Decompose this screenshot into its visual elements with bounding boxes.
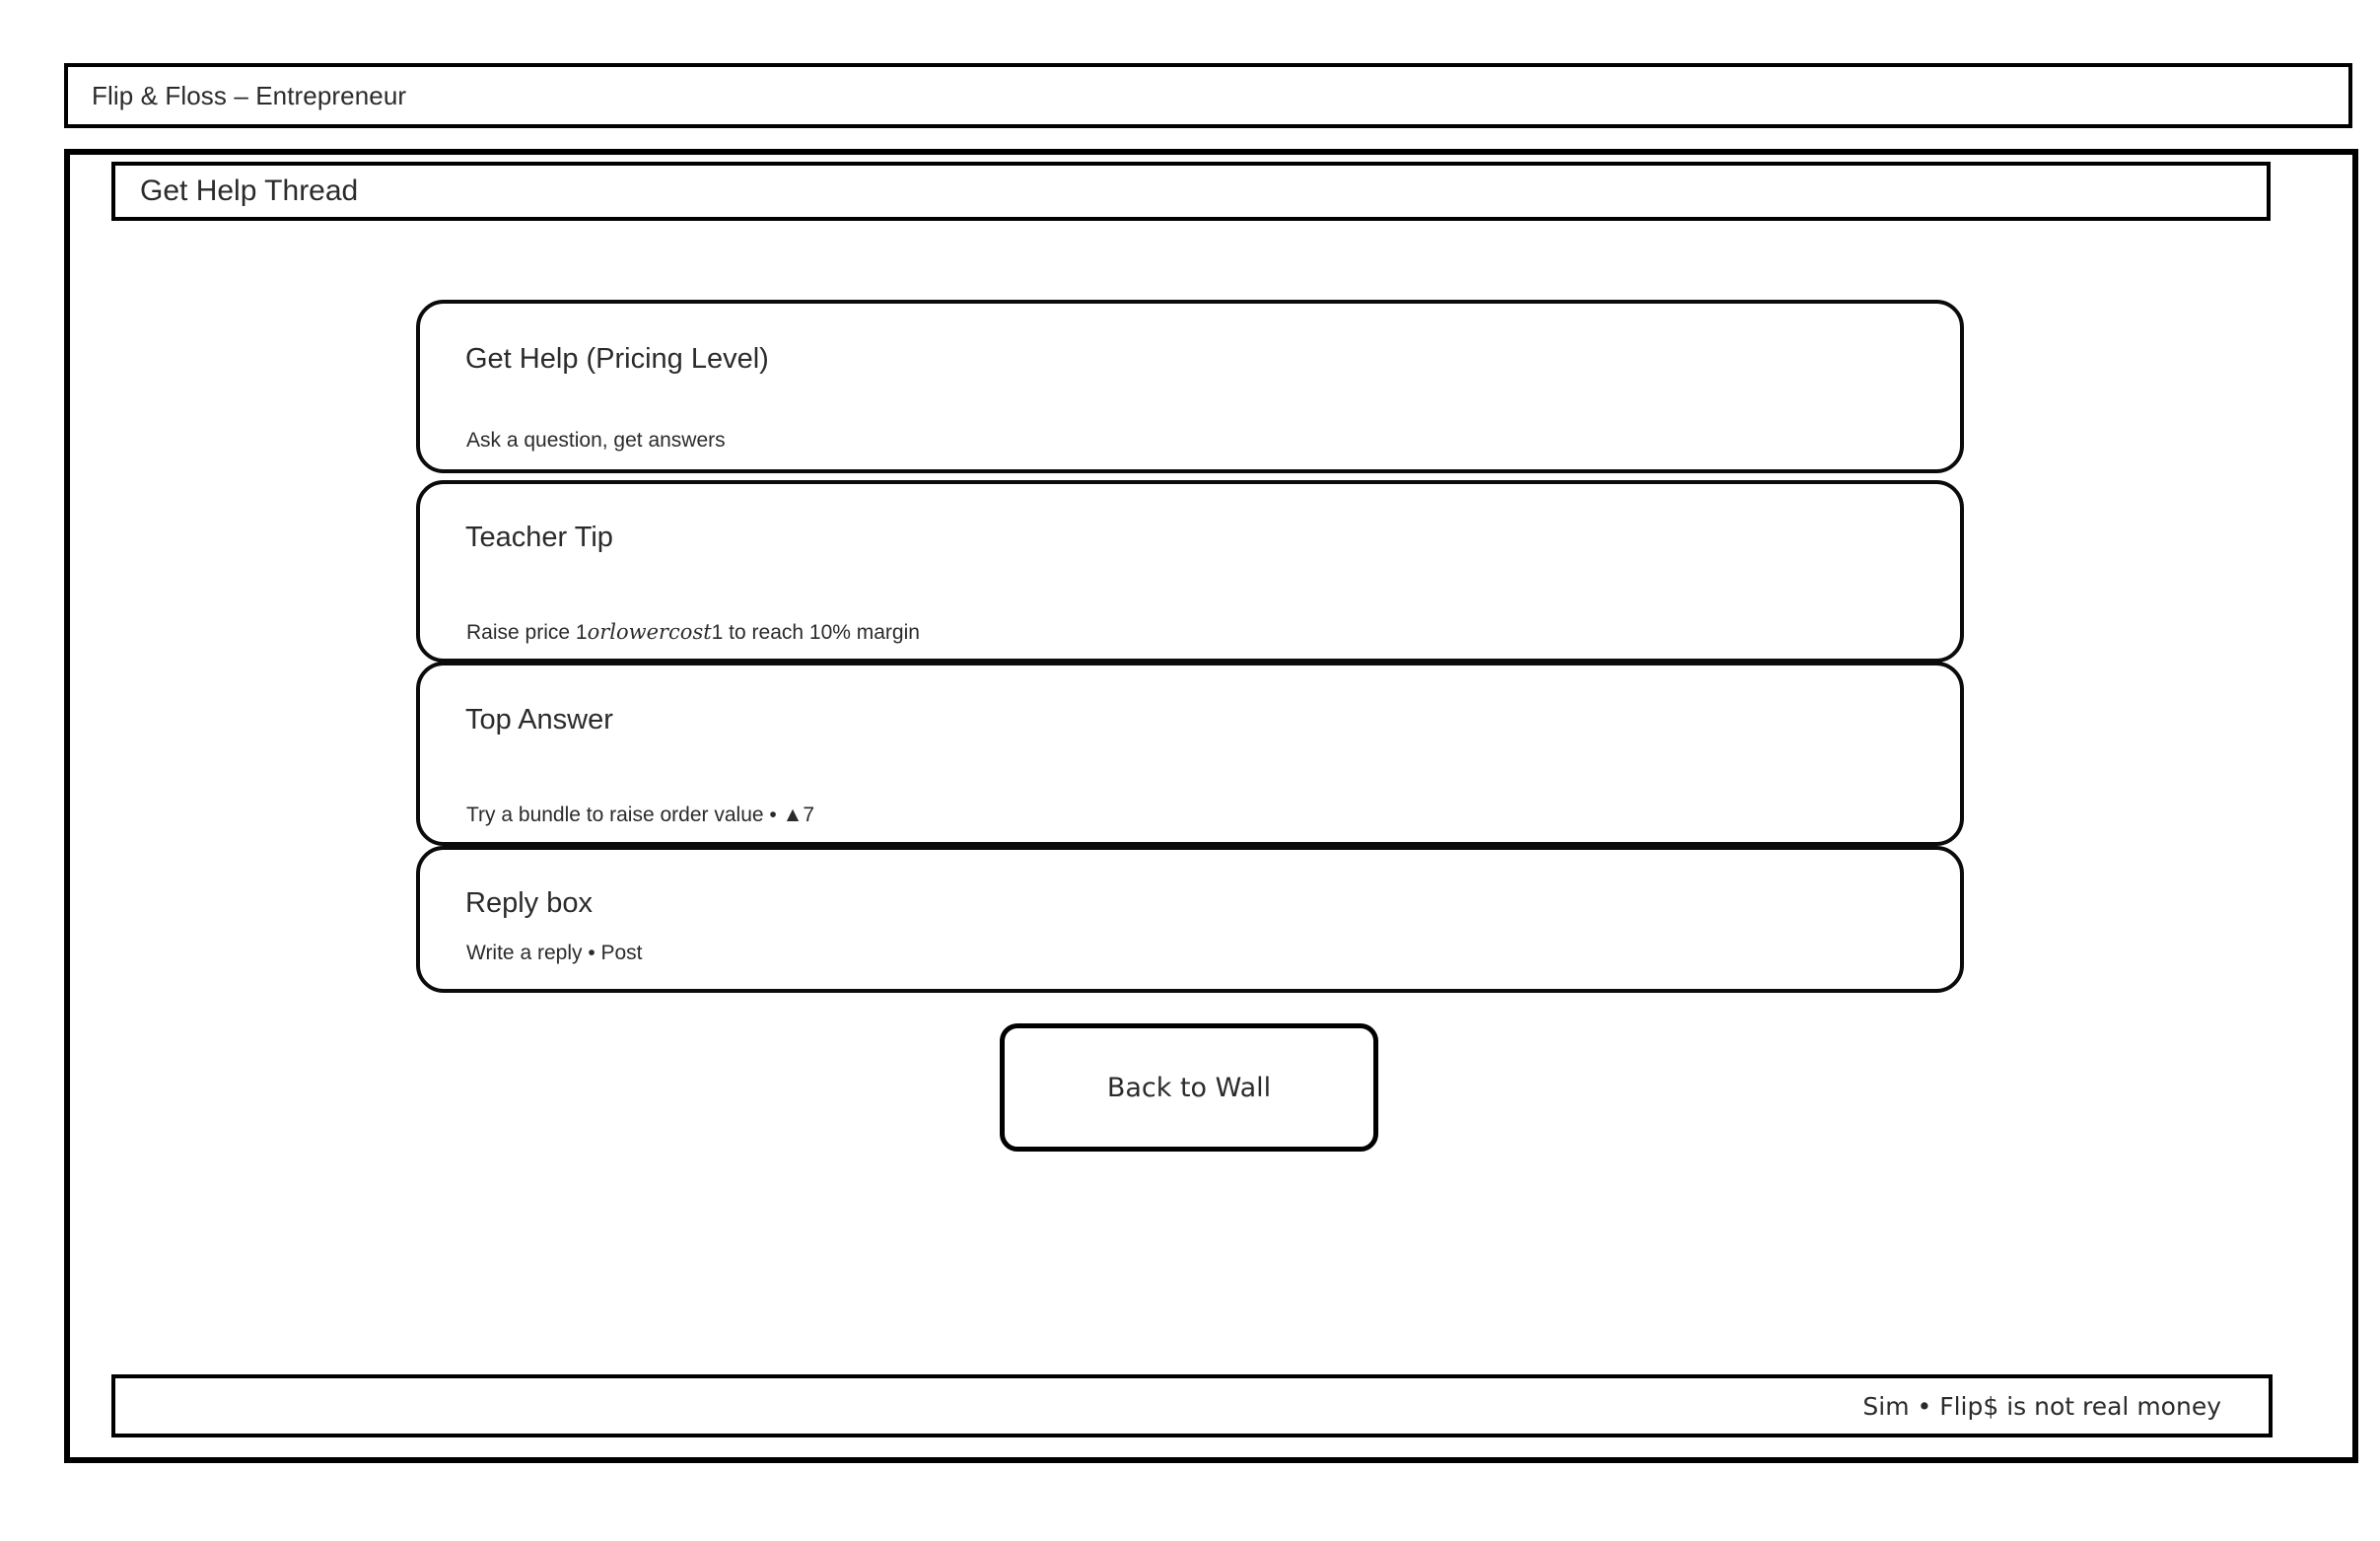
card-reply-box-title: Reply box [465, 887, 593, 919]
card-top-answer-subtitle: Try a bundle to raise order value • ▲7 [466, 804, 815, 826]
screen-footer: Sim • Flip$ is not real money [111, 1374, 2273, 1437]
screen-header: Get Help Thread [111, 162, 2271, 221]
footer-disclaimer: Sim • Flip$ is not real money [1862, 1391, 2221, 1421]
back-to-wall-button[interactable]: Back to Wall [1000, 1023, 1378, 1152]
card-teacher-tip-subtitle: Raise price 1orlowercost1 to reach 10% m… [466, 620, 920, 645]
card-teacher-tip[interactable]: Teacher Tip Raise price 1orlowercost1 to… [416, 480, 1964, 663]
card-reply-box[interactable]: Reply box Write a reply • Post [416, 846, 1964, 993]
teacher-tip-text-italic: orlowercost [587, 620, 712, 644]
card-get-help-title: Get Help (Pricing Level) [465, 343, 769, 375]
card-teacher-tip-title: Teacher Tip [465, 522, 613, 553]
card-get-help-subtitle: Ask a question, get answers [466, 429, 726, 452]
window-title: Flip & Floss – Entrepreneur [92, 80, 407, 110]
card-get-help[interactable]: Get Help (Pricing Level) Ask a question,… [416, 300, 1964, 473]
card-reply-box-subtitle: Write a reply • Post [466, 942, 643, 964]
page-title: Get Help Thread [140, 175, 359, 207]
back-to-wall-label: Back to Wall [1106, 1072, 1272, 1103]
card-top-answer-title: Top Answer [465, 704, 613, 735]
window-title-bar: Flip & Floss – Entrepreneur [64, 63, 2352, 128]
teacher-tip-text-prefix: Raise price 1 [466, 621, 588, 644]
teacher-tip-text-suffix: 1 to reach 10% margin [711, 621, 920, 644]
card-top-answer[interactable]: Top Answer Try a bundle to raise order v… [416, 662, 1964, 846]
